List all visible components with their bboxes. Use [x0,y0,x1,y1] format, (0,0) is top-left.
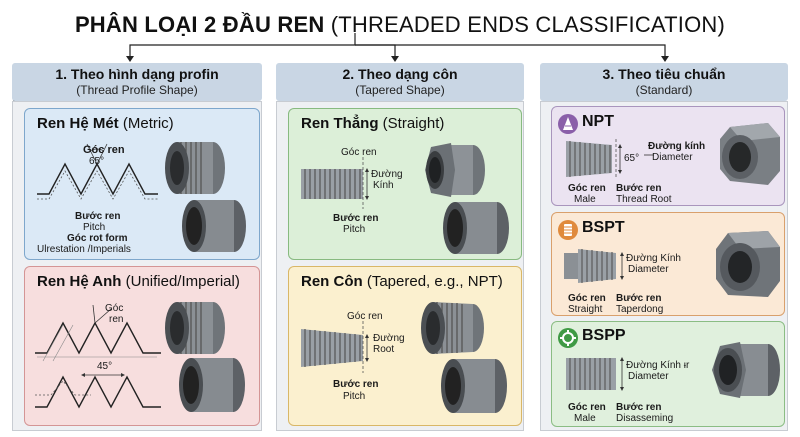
hex-coupling-icon [720,123,780,185]
bspp-badge-icon [558,328,578,348]
panel-title-bold: Ren Hệ Anh [37,273,122,290]
diameter-label: Đường Kính ᵻr [626,360,690,371]
metric-thread-profile-diagram [37,143,158,200]
column-header-taper: 2. Theo dạng côn (Tapered Shape) [276,63,524,101]
panel-metric: Ren Hệ Mét (Metric) Góc ren 65° Bước ren… [24,108,260,260]
diameter-label: Đường Kính [626,253,681,264]
panel-straight: Ren Thẳng (Straight) Góc ren Đường Kính … [288,108,522,260]
panel-title: Ren Hệ Anh (Unified/Imperial) [37,273,240,290]
hex-bushing-icon [716,231,780,297]
panel-title-bold: Ren Thẳng [301,115,379,132]
left-label-en: Straight [568,304,603,315]
right-label-en: Taperdong [616,304,664,315]
standard-name: NPT [582,113,614,130]
diameter-label-en: Diameter [652,152,693,163]
column-subheading: (Tapered Shape) [355,83,445,97]
unified-thread-profile-diagram [35,304,161,409]
right-label-en: Thread Root [616,194,672,205]
angle-value: 65° [624,153,640,164]
page-title: PHÂN LOẠI 2 ĐẦU REN (THREADED ENDS CLASS… [0,12,800,38]
column-header-standard: 3. Theo tiêu chuẩn (Standard) [540,63,788,101]
angle-value: 65° [89,156,105,167]
angle-label: Góc ren [341,147,377,158]
coupling-fitting-icon [182,200,246,252]
pitch-label-en: Pitch [83,222,106,233]
left-label-en: Male [574,413,596,424]
diameter-label: Đường [371,169,403,180]
npt-badge-icon [558,114,578,134]
pitch-label-en: Pitch [343,391,366,402]
standard-name: BSPP [582,327,626,344]
pitch-label-en: Pitch [343,224,366,235]
angle-label: Góc ren [347,311,383,322]
standard-name: BSPT [582,219,625,236]
panel-bspt: BSPT Đường Kính Diameter Góc ren Straigh… [551,212,785,316]
panel-bspp: BSPP Đường Kính ᵻr Diameter Góc ren Male… [551,321,785,427]
panel-title: Ren Hệ Mét (Metric) [37,115,174,132]
diameter-label-2: Kính [373,180,394,191]
column-heading: 1. Theo hình dạng profin [55,66,219,82]
hex-bushing-icon [425,143,485,197]
right-label: Bước ren [616,293,662,304]
diameter-label: Đường kính [648,141,706,152]
coupling-fitting-icon [179,358,245,412]
column-subheading: (Thread Profile Shape) [76,83,198,97]
angle-label: Góc ren [83,144,125,156]
page-title-bold: PHÂN LOẠI 2 ĐẦU REN [74,12,325,37]
pitch-label: Bước ren [75,211,121,222]
bspt-thread-diagram [564,249,624,283]
threaded-nipple-icon [165,302,225,354]
pitch-label: Bước ren [333,379,379,390]
angle-label-2: ren [109,314,124,325]
pitch-label: Bước ren [333,213,379,224]
coupling-fitting-icon [443,202,509,254]
coupling-fitting-icon [441,359,507,413]
panel-unified: Ren Hệ Anh (Unified/Imperial) Góc ren 45… [24,266,260,426]
tapered-nipple-icon [421,302,484,354]
straight-thread-diagram [301,157,369,209]
diameter-label-en: Diameter [628,264,669,275]
panel-title-bold: Ren Côn [301,273,363,290]
panel-tapered: Ren Côn (Tapered, e.g., NPT) Góc ren Đườ… [288,266,522,426]
panel-title: Ren Thẳng (Straight) [301,115,444,132]
bspt-badge-icon [558,220,578,240]
panel-title-rest: (Tapered, e.g., NPT) [362,273,503,290]
left-label: Góc ren [568,183,606,194]
left-label-en: Male [574,194,596,205]
root-form-label: Góc rot form [67,233,128,244]
column-heading: 2. Theo dạng côn [342,66,458,82]
panel-title-rest: (Straight) [378,115,445,132]
bspp-thread-diagram [566,357,624,391]
panel-title: Ren Côn (Tapered, e.g., NPT) [301,273,503,290]
root-form-label-en: Ulrestation /Imperials [37,244,131,255]
left-label: Góc ren [568,402,606,413]
column-header-profile: 1. Theo hình dạng profin (Thread Profile… [12,63,262,101]
threaded-nipple-icon [165,142,225,194]
diameter-label: Đường [373,333,405,344]
panel-title-rest: (Unified/Imperial) [121,273,240,290]
right-label: Bước ren [616,183,662,194]
panel-title-bold: Ren Hệ Mét [37,115,119,132]
tapered-thread-diagram [301,321,369,373]
angle-value: 45° [97,361,113,372]
npt-thread-diagram [566,139,654,179]
panel-npt: NPT 65° Đường kính Diameter Góc ren Male… [551,106,785,206]
right-label-en: Disasseming [616,413,674,424]
column-heading: 3. Theo tiêu chuẩn [602,66,726,82]
column-subheading: (Standard) [635,83,693,97]
diameter-label-2: Root [373,344,395,355]
panel-title-rest: (Metric) [118,115,174,132]
page-title-rest: (THREADED ENDS CLASSIFICATION) [324,12,726,37]
left-label: Góc ren [568,293,606,304]
right-label: Bước ren [616,402,662,413]
angle-label: Góc [105,303,124,314]
diameter-label-en: Diameter [628,371,669,382]
hex-coupling-icon [712,342,780,398]
